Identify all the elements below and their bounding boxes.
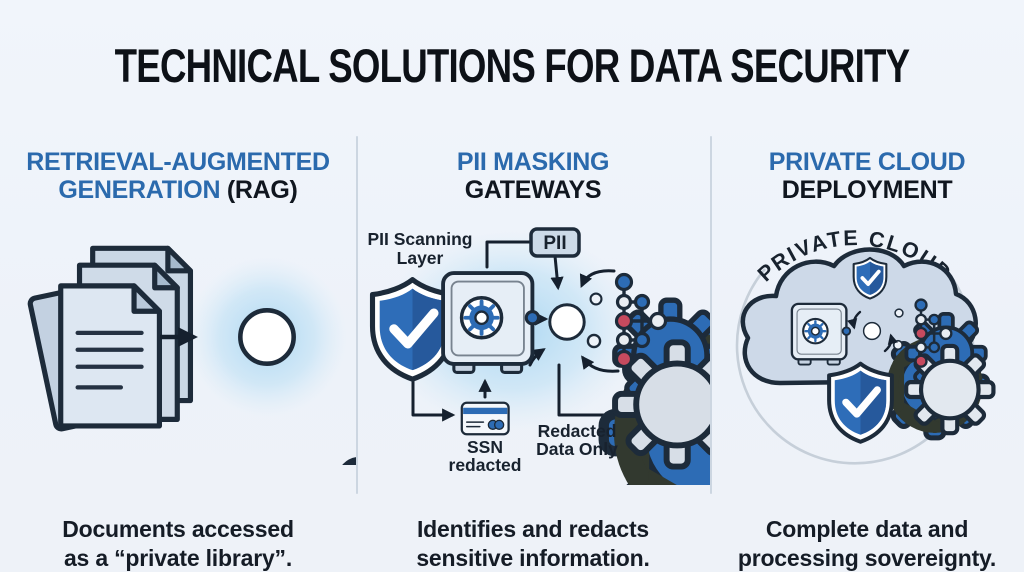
pii-badge: PII <box>529 227 581 258</box>
shield-check-icon <box>854 258 887 299</box>
ssn-label-line2: redacted <box>449 455 522 475</box>
gear-icon <box>894 308 987 394</box>
rag-heading-accent: GENERATION <box>58 176 221 204</box>
gear-icon <box>586 333 710 468</box>
pii-heading-line1: PII MASKING <box>456 148 610 176</box>
rag-heading: RETRIEVAL-AUGMENTED GENERATION (RAG) <box>0 148 356 204</box>
flow-arrows <box>846 310 899 353</box>
rag-illustration <box>0 225 356 465</box>
ssn-label-line1: SSN <box>467 437 503 457</box>
pii-badge-label: PII <box>543 233 566 254</box>
column-divider <box>710 136 712 494</box>
shield-check-icon <box>829 364 892 442</box>
cloud-heading-line1: PRIVATE CLOUD <box>768 148 966 176</box>
caption-line: processing sovereignty. <box>737 545 997 571</box>
cloud-caption: Complete data and processing sovereignty… <box>710 515 1024 572</box>
caption-line: Identifies and redacts <box>416 516 650 542</box>
rag-heading-line1: RETRIEVAL-AUGMENTED <box>26 148 330 176</box>
pii-caption: Identifies and redacts sensitive informa… <box>356 515 710 572</box>
pii-heading-line2: GATEWAYS <box>464 176 602 204</box>
private-cloud-illustration: PRIVATE CLOUD <box>735 226 995 465</box>
column-pii-masking: PII MASKING GATEWAYS PII Scanning Layer <box>356 140 710 572</box>
column-divider <box>356 136 358 494</box>
flow-arrows <box>411 240 631 422</box>
cloud-heading-line2: DEPLOYMENT <box>781 176 953 204</box>
rag-caption: Documents accessed as a “private library… <box>0 515 356 572</box>
pii-heading: PII MASKING GATEWAYS <box>356 148 710 204</box>
main-title: TECHNICAL SOLUTIONS FOR DATA SECURITY <box>114 39 910 92</box>
column-rag: RETRIEVAL-AUGMENTED GENERATION (RAG) Doc… <box>0 140 356 572</box>
openai-gear-icon <box>548 303 710 485</box>
caption-line: Documents accessed <box>62 516 294 542</box>
caption-line: sensitive information. <box>416 545 650 571</box>
gear-icon <box>589 292 710 413</box>
rag-heading-plain: (RAG) <box>226 176 298 204</box>
pii-scanning-label-line2: Layer <box>397 248 444 268</box>
caption-line: Complete data and <box>765 516 969 542</box>
safe-icon <box>441 271 541 375</box>
pii-illustration: PII Scanning Layer PII <box>367 227 710 485</box>
openai-gear-icon <box>862 321 991 439</box>
shield-check-icon <box>373 280 453 380</box>
credit-card-icon <box>460 401 510 436</box>
redacted-label-line2: Data Only <box>536 439 618 459</box>
pii-scanning-label-line1: PII Scanning <box>367 229 472 249</box>
openai-gear-icon <box>238 308 356 465</box>
column-private-cloud: PRIVATE CLOUD DEPLOYMENT PRIVATE CLOUD <box>710 140 1024 572</box>
caption-line: as a “private library”. <box>63 545 293 571</box>
cloud-heading: PRIVATE CLOUD DEPLOYMENT <box>710 148 1024 204</box>
redacted-label-line1: Redacted <box>538 421 617 441</box>
safe-icon <box>790 302 852 366</box>
